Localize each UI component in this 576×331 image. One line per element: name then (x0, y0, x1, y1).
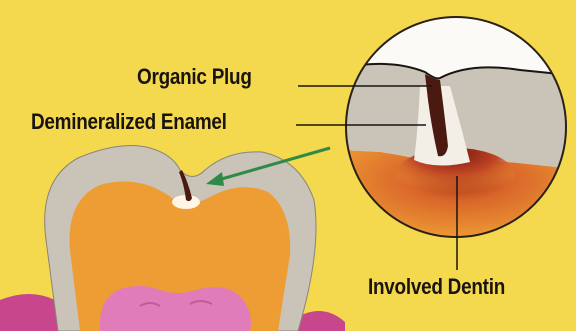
gum-left (0, 294, 60, 331)
involved-dentin-label: Involved Dentin (368, 274, 505, 300)
organic-plug-label: Organic Plug (137, 64, 252, 90)
demineralized-enamel-label: Demineralized Enamel (31, 109, 227, 135)
